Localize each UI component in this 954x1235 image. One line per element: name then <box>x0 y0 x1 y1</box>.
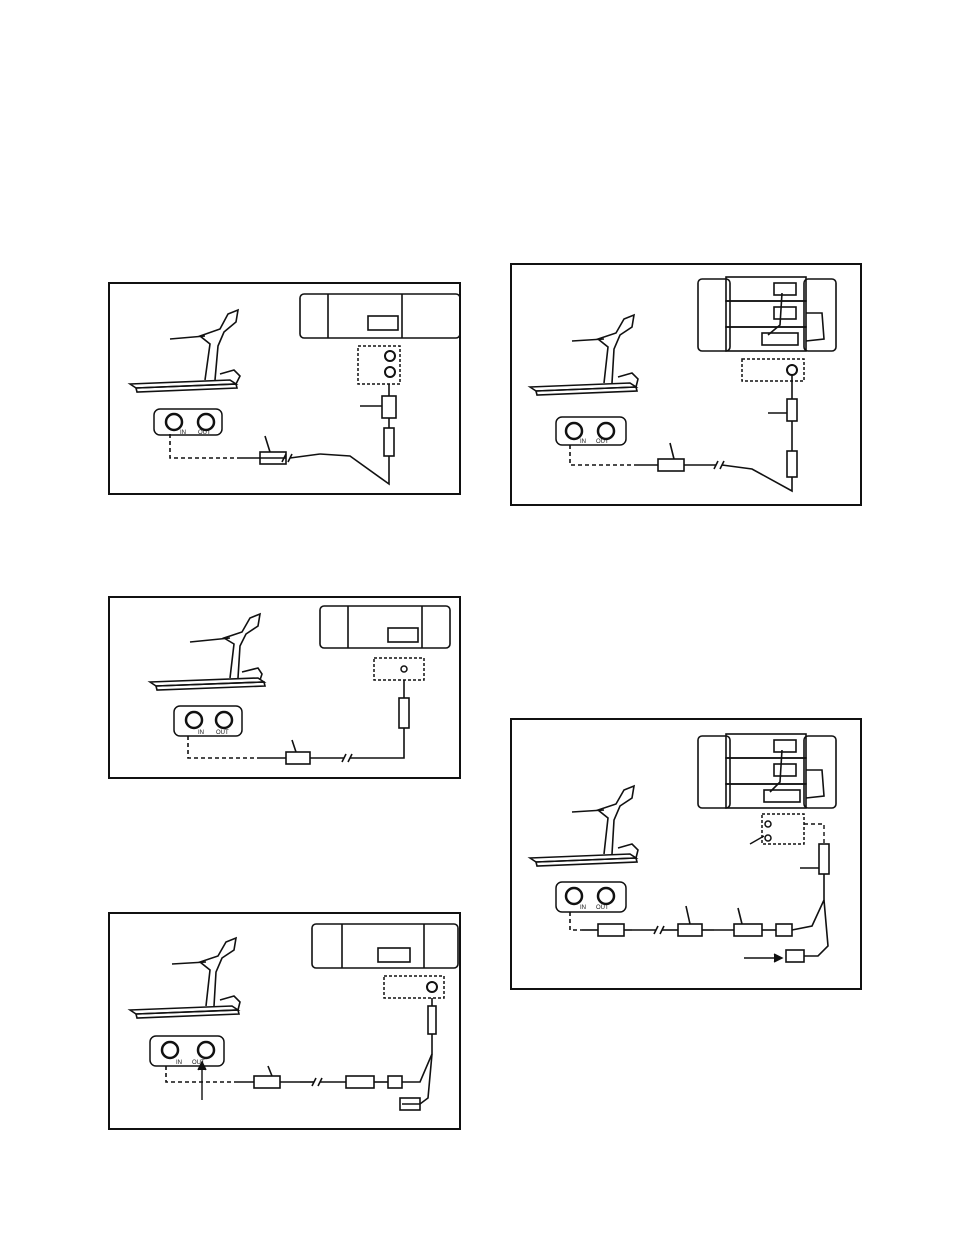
treadmill-console-jacks: IN OUT <box>556 882 626 912</box>
treadmill-console-jacks: IN OUT <box>556 417 626 445</box>
out-jack-label: OUT <box>216 730 229 736</box>
diagram-panel-c: IN OUT <box>108 912 461 1130</box>
stereo-rack <box>698 277 836 351</box>
stereo-rack <box>698 734 836 808</box>
diagram-panel-a: IN OUT <box>108 282 461 495</box>
in-jack-label: IN <box>580 439 586 445</box>
treadmill-console-jacks: IN OUT <box>174 706 242 736</box>
headphone-jack-panel <box>750 814 824 844</box>
treadmill-illustration <box>130 310 240 392</box>
headphone-jack-panel <box>742 359 804 381</box>
treadmill-illustration <box>530 786 638 866</box>
stereo-unit <box>312 924 458 968</box>
stereo-unit <box>320 606 450 648</box>
audio-cable <box>188 680 409 764</box>
diagram-panel-e: IN OUT <box>510 718 862 990</box>
headphone-jack-panel <box>384 976 444 998</box>
treadmill-console-jacks: IN OUT <box>154 409 222 436</box>
in-jack-label: IN <box>580 905 586 911</box>
diagram-panel-b: IN OUT <box>108 596 461 779</box>
in-jack-label: IN <box>180 430 186 436</box>
out-jack-label: OUT <box>596 905 609 911</box>
treadmill-illustration <box>130 938 240 1018</box>
out-jack-label: OUT <box>198 430 211 436</box>
stereo-unit <box>300 294 460 338</box>
treadmill-console-jacks: IN OUT <box>150 1036 224 1100</box>
out-jack-label: OUT <box>596 439 609 445</box>
treadmill-illustration <box>150 614 265 690</box>
headphone-jack-panel <box>374 658 424 680</box>
in-jack-label: IN <box>198 730 204 736</box>
treadmill-illustration <box>530 315 638 395</box>
diagram-panel-d: IN OUT <box>510 263 862 506</box>
rca-jack-panel <box>358 346 400 384</box>
in-jack-label: IN <box>176 1060 182 1066</box>
